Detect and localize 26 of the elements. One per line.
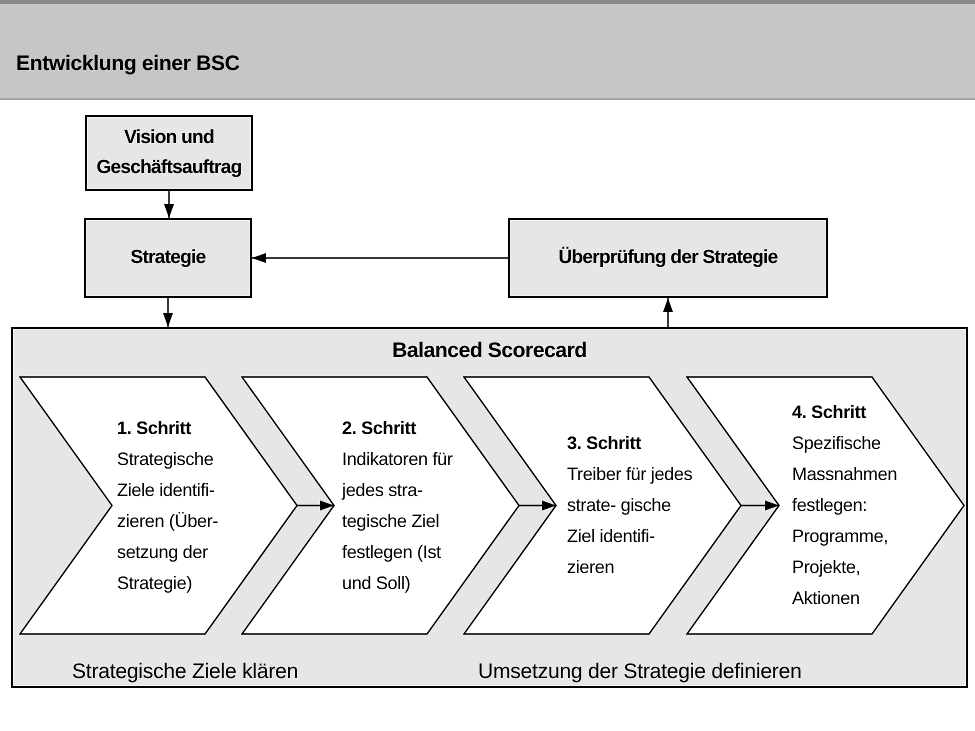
- arrow: [163, 298, 173, 327]
- box-label: Strategie: [130, 246, 206, 270]
- box-label: Überprüfung der Strategie: [558, 246, 778, 270]
- arrow: [663, 298, 673, 327]
- arrow: [164, 191, 174, 218]
- step-heading: 2. Schritt: [342, 416, 418, 440]
- process-box: [84, 218, 252, 298]
- phase-label: Umsetzung der Strategie definieren: [478, 660, 802, 684]
- process-box: [85, 115, 253, 191]
- title: Entwicklung einer BSC: [16, 52, 240, 76]
- step-heading: 3. Schritt: [567, 432, 642, 455]
- step-description: Treiber für jedes strate- gische Ziel identifi- zieren: [567, 463, 693, 579]
- step-description: Strategische Ziele identifi- zieren (Über- setzung der Strategie): [117, 448, 220, 595]
- box-label: Vision und Geschäftsauftrag: [95, 126, 243, 180]
- arrow: [297, 500, 334, 510]
- arrow: [252, 253, 508, 263]
- panel-heading: Balanced Scorecard: [391, 339, 588, 363]
- arrow: [519, 500, 556, 510]
- process-box: [508, 218, 828, 298]
- scorecard-panel: [11, 327, 968, 688]
- step-heading: 1. Schritt: [117, 416, 192, 440]
- step-heading: 4. Schritt: [792, 401, 868, 424]
- step-description: Spezifische Massnahmen festlegen: Programme, Projekte, Aktionen: [792, 432, 898, 610]
- arrow: [741, 500, 779, 510]
- phase-label: Strategische Ziele klären: [72, 660, 298, 684]
- step-description: Indikatoren für jedes stra- tegische Ziel festlegen (Ist und Soll): [342, 448, 454, 595]
